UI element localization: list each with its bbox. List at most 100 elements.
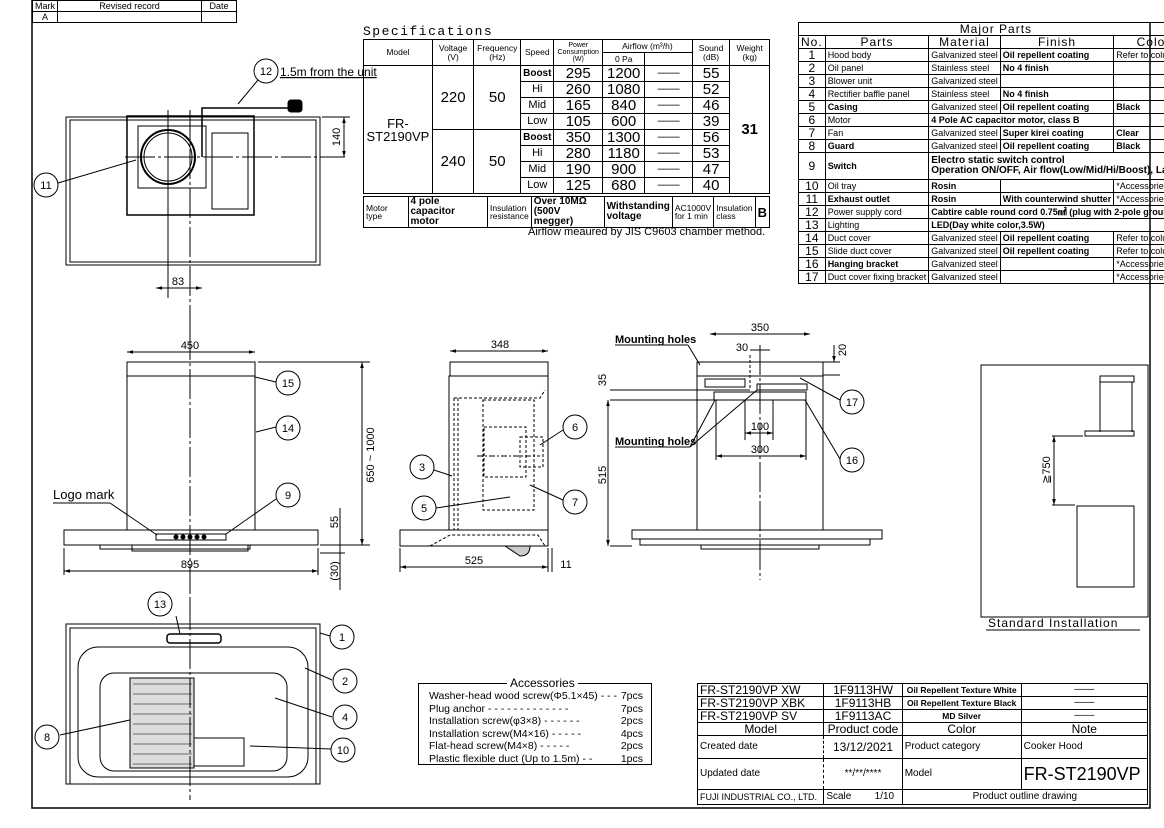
- part-no: 2: [798, 61, 826, 75]
- power-cell: 350: [553, 129, 604, 146]
- part-name: Casing: [824, 100, 930, 114]
- part-material: Galvanized steel: [928, 100, 1001, 114]
- part-name: Slide duct cover: [824, 244, 930, 258]
- sound-cell: 46: [691, 97, 731, 114]
- part-no: 1: [798, 48, 826, 62]
- created-date: 13/12/2021: [823, 735, 903, 759]
- specs-subheader-row: 0 Pa: [364, 52, 770, 66]
- variant-code: 1F9113HW: [823, 683, 903, 697]
- part-finish: No 4 finish: [999, 87, 1115, 101]
- variant-color: Oil Repellent Texture White: [901, 683, 1022, 697]
- part-material: Galvanized steel: [928, 139, 1001, 153]
- drawing-title: Product outline drawing: [901, 789, 1149, 805]
- accessory-name: Flat-head screw(M4×8) - - - - -: [429, 740, 570, 752]
- part-finish: Oil repellent coating: [999, 139, 1115, 153]
- part-no: 14: [798, 231, 826, 245]
- callout-8: 8: [44, 732, 50, 744]
- part-finish: [999, 270, 1115, 284]
- callout-7: 7: [572, 497, 578, 509]
- power-cell: 125: [553, 177, 604, 194]
- variant-code: 1F9113AC: [823, 709, 903, 723]
- airflow-cell: 840: [602, 97, 646, 114]
- dim-650-1000: 650 ~ 1000: [365, 427, 377, 482]
- company-name: FUJI INDUSTRIAL CO., LTD.: [696, 789, 825, 805]
- header-airflow-blank: [644, 52, 693, 66]
- callout-9: 9: [285, 490, 291, 502]
- callout-11: 11: [40, 180, 51, 192]
- scale-value: 1/10: [867, 789, 903, 805]
- frequency-cell: 50: [473, 65, 522, 130]
- power-cell: 105: [553, 113, 604, 130]
- dim-895: 895: [181, 559, 199, 571]
- part-no: 17: [798, 270, 826, 284]
- part-spec: Cabtire cable round cord 0.75㎟ (plug wit…: [928, 205, 1164, 219]
- insulation-class-value: B: [754, 196, 771, 228]
- airflow-cell: 1080: [602, 81, 646, 98]
- dim-525: 525: [465, 555, 483, 567]
- part-no: 10: [798, 179, 826, 193]
- dim-30: (30): [329, 561, 341, 581]
- accessory-item: Plastic flexible duct (Up to 1.5m) - -1p…: [429, 753, 643, 766]
- part-no: 15: [798, 244, 826, 258]
- header-airflow: Airflow (m³/h): [602, 39, 693, 53]
- variant-note: ——: [1020, 683, 1149, 697]
- part-name: Hanging bracket: [824, 257, 930, 271]
- part-finish: No 4 finish: [999, 61, 1115, 75]
- header-airflow-0pa: 0 Pa: [602, 52, 646, 66]
- callout-3: 3: [419, 462, 425, 474]
- accessory-qty: 4pcs: [620, 727, 643, 740]
- dim-348: 348: [491, 339, 509, 351]
- accessory-name: Installation screw(M4×16) - - - - -: [429, 727, 581, 740]
- part-no: 6: [798, 113, 826, 127]
- part-no: 12: [798, 205, 826, 219]
- part-name: Switch: [824, 152, 930, 180]
- top-view: [57, 79, 350, 335]
- power-cell: 295: [553, 65, 604, 82]
- dim-83: 83: [172, 276, 184, 288]
- variant-note: ——: [1020, 696, 1149, 710]
- dim-20: 20: [837, 344, 849, 356]
- weight-cell: 31: [729, 65, 770, 194]
- accessories-box: Accessories Washer-head wood screw(Φ5.1×…: [418, 676, 652, 766]
- airflow-extra-cell: ——: [644, 161, 693, 178]
- front-view: [53, 330, 370, 620]
- dim-750: ≧750: [1041, 456, 1053, 484]
- parts-header-color: Color: [1113, 35, 1164, 49]
- updated-date: **/**/****: [823, 758, 903, 790]
- side-view: [399, 349, 564, 572]
- rev-header-date: Date: [201, 0, 237, 12]
- specs-title: Specifications: [363, 24, 494, 39]
- speed-cell: Boost: [520, 65, 555, 82]
- part-no: 5: [798, 100, 826, 114]
- speed-cell: Hi: [520, 81, 555, 98]
- sound-cell: 47: [691, 161, 731, 178]
- scale-label: Scale: [823, 789, 868, 805]
- part-spec: LED(Day white color,3.5W): [928, 218, 1164, 232]
- header-power: Power Consumption (W): [553, 39, 604, 66]
- airflow-extra-cell: ——: [644, 113, 693, 130]
- dim-100: 100: [751, 421, 769, 433]
- voltage-cell: 240: [431, 129, 475, 194]
- airflow-cell: 900: [602, 161, 646, 178]
- parts-header-row: No.PartsMaterialFinishColor: [798, 35, 1164, 49]
- speed-cell: Low: [520, 177, 555, 194]
- model-value: FR-ST2190VP: [1020, 758, 1149, 790]
- variant-color: Oil Repellent Texture Black: [901, 696, 1022, 710]
- part-name: Hood body: [824, 48, 930, 62]
- dim-30b: 30: [736, 342, 748, 354]
- parts-header-finish: Finish: [999, 35, 1115, 49]
